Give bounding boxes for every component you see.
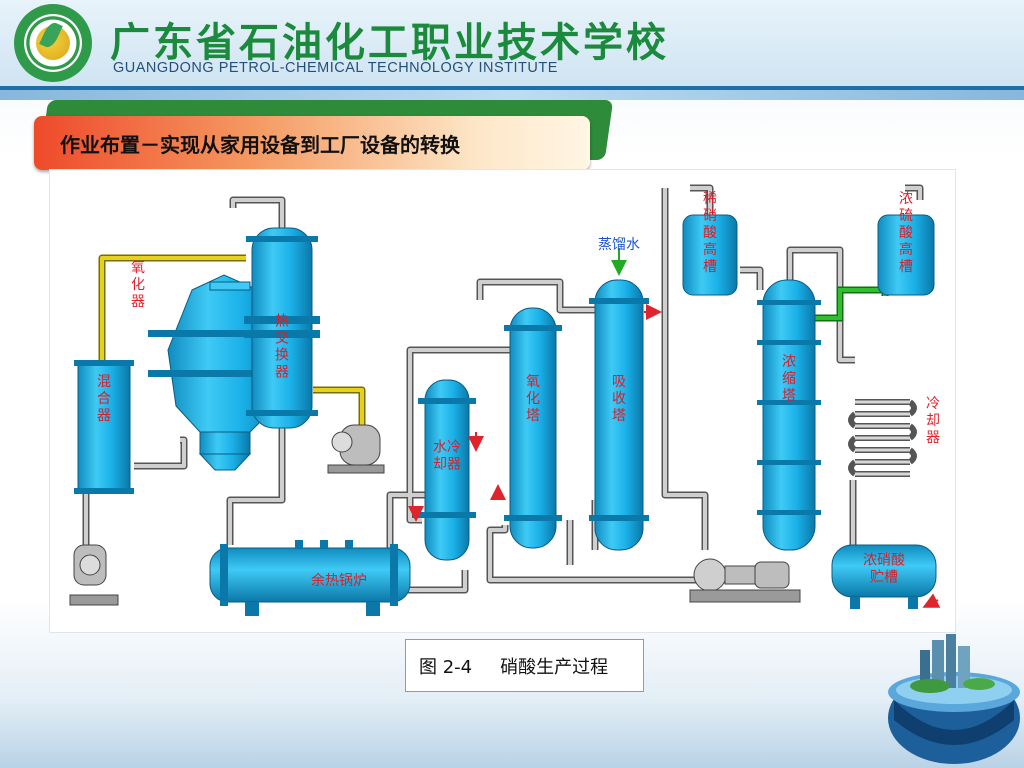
main-pump (689, 558, 801, 603)
slide-title-banner: 作业布置－实现从家用设备到工厂设备的转换 (34, 116, 590, 170)
green-pipe (815, 288, 887, 320)
concentrated-sulfuric-tank (877, 214, 935, 296)
label-oxidizer: 氧化器 (131, 260, 145, 310)
label-distilled-water: 蒸馏水 (598, 237, 640, 253)
figure-caption: 图 2-4 硝酸生产过程 (405, 639, 644, 692)
label-concentrated-sulfuric-tank: 浓硫酸高槽 (899, 191, 913, 275)
concentration-tower (757, 279, 821, 551)
school-header: 广东省石油化工职业技术学校 GUANGDONG PETROL-CHEMICAL … (0, 0, 1024, 100)
blower-pump (327, 424, 385, 474)
water-cooler (418, 379, 476, 561)
concentrated-nitric-storage (831, 544, 937, 609)
mixer (74, 360, 134, 494)
heat-exchanger (244, 227, 320, 429)
waste-heat-boiler (209, 540, 411, 616)
label-heat-exchanger: 热交换器 (275, 314, 289, 381)
mixer-pump (69, 544, 119, 606)
label-dilute-acid-tank: 稀硝酸高槽 (703, 191, 717, 275)
product-out-arrow (922, 593, 941, 608)
label-absorption-tower: 吸收塔 (612, 374, 626, 424)
label-oxidation-tower: 氧化塔 (526, 374, 540, 424)
dilute-acid-tank (682, 214, 738, 296)
process-diagram: 混合器 氧化器 热交换器 余热锅炉 水冷却器 氧化塔 吸收塔 蒸馏水 稀硝酸高槽… (50, 170, 955, 632)
label-concentration-tower: 浓缩塔 (782, 354, 796, 404)
figure-caption-text: 硝酸生产过程 (500, 656, 609, 678)
school-logo (14, 4, 92, 82)
label-mixer: 混合器 (97, 374, 111, 424)
school-name-en: GUANGDONG PETROL-CHEMICAL TECHNOLOGY INS… (113, 60, 558, 76)
absorption-tower (589, 279, 649, 551)
label-concentrated-nitric-storage: 浓硝酸贮槽 (863, 553, 905, 586)
label-waste-heat-boiler: 余热锅炉 (311, 572, 367, 589)
process-diagram-svg: 混合器 氧化器 热交换器 余热锅炉 水冷却器 氧化塔 吸收塔 蒸馏水 稀硝酸高槽… (69, 184, 941, 616)
slide-title: 作业布置－实现从家用设备到工厂设备的转换 (60, 132, 460, 157)
decorative-globe-image (888, 634, 1020, 764)
yellow-pipes (100, 256, 364, 432)
label-water-cooler-1: 水冷却器 (433, 440, 461, 473)
school-name-cn: 广东省石油化工职业技术学校 (110, 19, 669, 66)
figure-number: 图 2-4 (419, 656, 473, 678)
label-cooler: 冷却器 (926, 396, 940, 446)
oxidation-tower (504, 307, 562, 549)
